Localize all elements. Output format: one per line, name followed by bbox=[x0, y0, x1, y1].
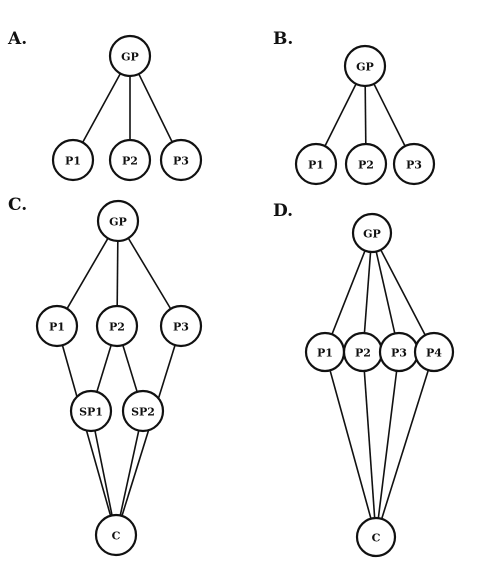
node-circle-p2 bbox=[344, 142, 388, 186]
edge-sp2-c bbox=[119, 430, 140, 516]
edge-p3-c bbox=[377, 370, 398, 519]
edge-p4-c bbox=[380, 369, 430, 520]
edge-gp-p3 bbox=[127, 237, 172, 310]
node-label-c: C bbox=[372, 532, 381, 545]
edge-gp-p1 bbox=[331, 250, 366, 335]
edge-gp-p1 bbox=[66, 237, 109, 310]
panel-label-a: A. bbox=[7, 29, 27, 49]
node-label-p1: P1 bbox=[49, 321, 65, 334]
node-label-p4: P4 bbox=[426, 347, 442, 360]
node-sp1: SP1 bbox=[69, 389, 113, 433]
node-circle-c bbox=[355, 516, 397, 558]
node-label-p1: P1 bbox=[308, 159, 324, 172]
edge-gp-p3 bbox=[138, 73, 173, 143]
node-circle-p1 bbox=[35, 304, 79, 348]
node-c: C bbox=[94, 513, 138, 557]
edge-gp-p1 bbox=[81, 73, 122, 143]
node-label-sp2: SP2 bbox=[131, 406, 155, 419]
node-label-p3: P3 bbox=[391, 347, 407, 360]
node-label-gp: GP bbox=[109, 216, 127, 229]
node-label-p2: P2 bbox=[109, 321, 125, 334]
node-label-gp: GP bbox=[121, 51, 139, 64]
node-p2: P2 bbox=[344, 142, 388, 186]
node-label-sp1: SP1 bbox=[79, 406, 103, 419]
panel-label-d: D. bbox=[273, 201, 293, 221]
node-circle-gp bbox=[108, 34, 152, 78]
node-p2: P2 bbox=[342, 331, 384, 373]
edge-gp-p4 bbox=[380, 249, 426, 336]
node-circle-sp2 bbox=[121, 389, 165, 433]
node-label-p2: P2 bbox=[355, 347, 371, 360]
node-p3: P3 bbox=[392, 142, 436, 186]
node-gp: GP bbox=[96, 199, 140, 243]
panel-a: A. GP P1 P2 P3 bbox=[7, 29, 203, 182]
edge-p2-sp2 bbox=[122, 344, 138, 393]
panel-label-b: B. bbox=[273, 29, 293, 49]
node-p4: P4 bbox=[413, 331, 455, 373]
node-circle-p1 bbox=[294, 142, 338, 186]
node-label-p3: P3 bbox=[173, 321, 189, 334]
edge-p2-c bbox=[363, 370, 376, 519]
node-label-p2: P2 bbox=[358, 159, 374, 172]
edge-p2-sp1 bbox=[96, 344, 112, 393]
node-p2: P2 bbox=[95, 304, 139, 348]
node-label-p3: P3 bbox=[173, 155, 189, 168]
node-p1: P1 bbox=[294, 142, 338, 186]
node-p3: P3 bbox=[378, 331, 420, 373]
node-p3: P3 bbox=[159, 304, 203, 348]
panel-b: B. GP P1 P2 P3 bbox=[273, 29, 436, 186]
node-sp2: SP2 bbox=[121, 389, 165, 433]
node-label-p3: P3 bbox=[406, 159, 422, 172]
node-p2: P2 bbox=[108, 138, 152, 182]
node-label-gp: GP bbox=[363, 228, 381, 241]
node-c: C bbox=[355, 516, 397, 558]
node-circle-c bbox=[94, 513, 138, 557]
node-circle-p2 bbox=[95, 304, 139, 348]
edge-gp-p2 bbox=[363, 251, 372, 334]
node-gp: GP bbox=[343, 44, 387, 88]
node-p1: P1 bbox=[304, 331, 346, 373]
node-circle-gp bbox=[351, 212, 393, 254]
node-gp: GP bbox=[108, 34, 152, 78]
node-circle-p3 bbox=[159, 304, 203, 348]
node-circle-gp bbox=[96, 199, 140, 243]
node-circle-p1 bbox=[51, 138, 95, 182]
edge-gp-p3 bbox=[373, 83, 406, 147]
node-p1: P1 bbox=[51, 138, 95, 182]
node-circle-gp bbox=[343, 44, 387, 88]
edge-sp1-c bbox=[94, 430, 113, 516]
node-circle-p3 bbox=[392, 142, 436, 186]
node-label-p1: P1 bbox=[317, 347, 333, 360]
edge-gp-p1 bbox=[324, 83, 357, 147]
node-label-c: C bbox=[112, 530, 121, 543]
node-label-p2: P2 bbox=[122, 155, 138, 168]
node-label-p1: P1 bbox=[65, 155, 81, 168]
node-gp: GP bbox=[351, 212, 393, 254]
node-circle-p2 bbox=[108, 138, 152, 182]
node-label-gp: GP bbox=[356, 61, 374, 74]
edge-gp-p2 bbox=[116, 240, 119, 307]
node-p3: P3 bbox=[159, 138, 203, 182]
node-circle-p3 bbox=[159, 138, 203, 182]
edge-gp-p2 bbox=[364, 85, 367, 145]
edge-gp-p3 bbox=[375, 251, 396, 334]
node-p1: P1 bbox=[35, 304, 79, 348]
node-circle-p4 bbox=[413, 331, 455, 373]
panel-d: D. GP P1 P2 P3 P4C bbox=[273, 201, 455, 558]
panel-label-c: C. bbox=[8, 195, 27, 215]
edge-p1-c bbox=[329, 370, 372, 519]
node-circle-sp1 bbox=[69, 389, 113, 433]
